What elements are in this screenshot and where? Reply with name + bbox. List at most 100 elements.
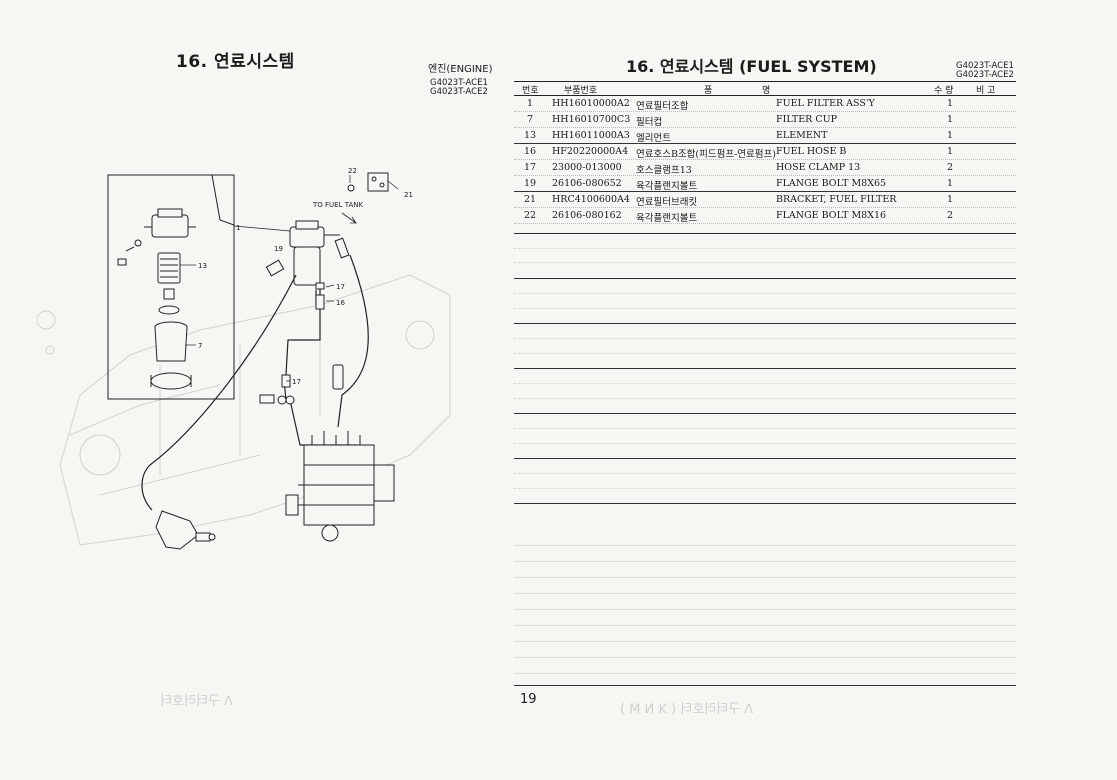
bleed-through-row: [514, 629, 1016, 642]
fuel-system-diagram: TO FUEL TANK 1 13 7 19 22 21 17 16 17: [36, 167, 451, 550]
cell-name-en: ELEMENT: [776, 130, 828, 141]
cell-name-kr: 연료필터브래킷: [636, 197, 698, 208]
page-number: 19: [520, 692, 537, 707]
cell-name-en: FILTER CUP: [776, 114, 837, 125]
left-model-code-1: G4023T-ACE1: [430, 78, 488, 88]
cell-qty: 2: [946, 210, 954, 221]
left-page-title: 16. 연료시스템: [176, 52, 295, 72]
cell-name-en: BRACKET, FUEL FILTER: [776, 194, 897, 205]
fuel-filter-assembly: [265, 220, 350, 286]
filter-head-part: [117, 208, 196, 266]
table-group-rule: [514, 413, 1016, 414]
right-model-code-1: G4023T-ACE1: [956, 61, 1014, 71]
bleed-through-row: [514, 565, 1016, 578]
cell-part-no: 23000-013000: [552, 162, 622, 173]
table-row: 7 HH16010700C3 필터컵 FILTER CUP 1: [514, 112, 1016, 128]
table-empty-line: [514, 473, 1016, 474]
cell-name-kr: 육각플랜지볼트: [636, 181, 698, 192]
cell-name-en: FUEL FILTER ASS'Y: [776, 98, 875, 109]
table-row: 13 HH16011000A3 엘리먼트 ELEMENT 1: [514, 128, 1016, 144]
cell-part-no: 26106-080652: [552, 178, 622, 189]
table-empty-line: [514, 293, 1016, 294]
bracket-part: [347, 172, 389, 192]
header-remark: 비 고: [976, 86, 996, 96]
fuel-hose-lines: [141, 254, 369, 511]
to-fuel-tank-arrow: [341, 212, 357, 224]
cell-part-no: HRC4100600A4: [552, 194, 630, 205]
header-qty: 수 량: [934, 86, 954, 96]
injection-pump-part: [285, 431, 395, 542]
bleed-through-row: [514, 549, 1016, 562]
cell-name-kr: 호스클램프13: [636, 165, 692, 176]
callout-17: 17: [292, 378, 301, 386]
table-row: 17 23000-013000 호스클램프13 HOSE CLAMP 13 2: [514, 160, 1016, 176]
callout-leaders: [180, 175, 399, 382]
cell-name-kr: 연료필터조합: [636, 101, 689, 112]
cell-part-no: HF20220000A4: [552, 146, 629, 157]
cell-no: 21: [523, 194, 537, 205]
cell-qty: 1: [946, 114, 954, 125]
engine-background-outline: [36, 274, 451, 546]
cell-part-no: 26106-080162: [552, 210, 622, 221]
table-row: 16 HF20220000A4 연료호스B조합(피드펌프-연료펌프) FUEL …: [514, 144, 1016, 160]
header-part-no: 부품번호: [564, 86, 598, 96]
cell-no: 7: [526, 114, 534, 125]
cell-part-no: HH16011000A3: [552, 130, 630, 141]
table-empty-line: [514, 443, 1016, 444]
table-empty-line: [514, 248, 1016, 249]
table-empty-line: [514, 428, 1016, 429]
bleed-through-row: [514, 661, 1016, 674]
parts-table: 번호 부품번호 품 명 수 량 비 고 1 HH16010000A2 연료필터조…: [514, 81, 1016, 224]
table-empty-line: [514, 308, 1016, 309]
table-empty-line: [514, 338, 1016, 339]
hose-clamps: [259, 282, 344, 405]
cell-part-no: HH16010000A2: [552, 98, 630, 109]
cell-no: 13: [523, 130, 537, 141]
table-empty-line: [514, 353, 1016, 354]
filter-element-part: [157, 252, 181, 315]
callout-1: 1: [236, 224, 240, 232]
filter-cup-part: [150, 321, 192, 390]
table-row: 19 26106-080652 육각플랜지볼트 FLANGE BOLT M8X6…: [514, 176, 1016, 192]
table-header: 번호 부품번호 품 명 수 량 비 고: [514, 81, 1016, 96]
bleed-through-row: [514, 645, 1016, 658]
table-empty-line: [514, 262, 1016, 263]
cell-name-en: FLANGE BOLT M8X65: [776, 178, 887, 189]
cell-name-kr: 필터컵: [636, 117, 663, 128]
callout-13: 13: [198, 262, 207, 270]
callout-7: 7: [198, 342, 202, 350]
table-empty-line: [514, 488, 1016, 489]
cell-name-kr: 엘리먼트: [636, 133, 671, 144]
cell-qty: 1: [946, 146, 954, 157]
inset-leader: [211, 174, 235, 226]
right-page-title: 16. 연료시스템 (FUEL SYSTEM): [626, 57, 877, 76]
cell-name-en: FUEL HOSE B: [776, 146, 847, 157]
callout-19: 19: [274, 245, 283, 253]
table-group-rule: [514, 233, 1016, 234]
table-empty-line: [514, 383, 1016, 384]
cell-name-kr: 육각플랜지볼트: [636, 213, 698, 224]
table-row: 22 26106-080162 육각플랜지볼트 FLANGE BOLT M8X1…: [514, 208, 1016, 224]
cell-name-kr: 연료호스B조합(피드펌프-연료펌프): [636, 149, 776, 160]
cell-qty: 2: [946, 162, 954, 173]
callout-17: 17: [336, 283, 345, 291]
cell-no: 16: [523, 146, 537, 157]
table-group-rule: [514, 278, 1016, 279]
bleed-through-row: [514, 613, 1016, 626]
cell-name-en: HOSE CLAMP 13: [776, 162, 861, 173]
cell-no: 1: [526, 98, 534, 109]
table-group-rule: [514, 368, 1016, 369]
table-group-rule: [514, 458, 1016, 459]
feed-pump-part: [155, 510, 216, 550]
callout-21: 21: [404, 191, 413, 199]
right-model-code-2: G4023T-ACE2: [956, 70, 1014, 80]
bleed-through-row: [514, 533, 1016, 546]
cell-name-en: FLANGE BOLT M8X16: [776, 210, 887, 221]
bleed-through-row: [514, 597, 1016, 610]
bleed-through-text: ꓥ 구터러호터: [160, 694, 233, 709]
table-group-rule: [514, 503, 1016, 504]
to-fuel-tank-label: TO FUEL TANK: [312, 201, 363, 209]
cell-qty: 1: [946, 194, 954, 205]
left-model-code-2: G4023T-ACE2: [430, 87, 488, 97]
table-row: 21 HRC4100600A4 연료필터브래킷 BRACKET, FUEL FI…: [514, 192, 1016, 208]
